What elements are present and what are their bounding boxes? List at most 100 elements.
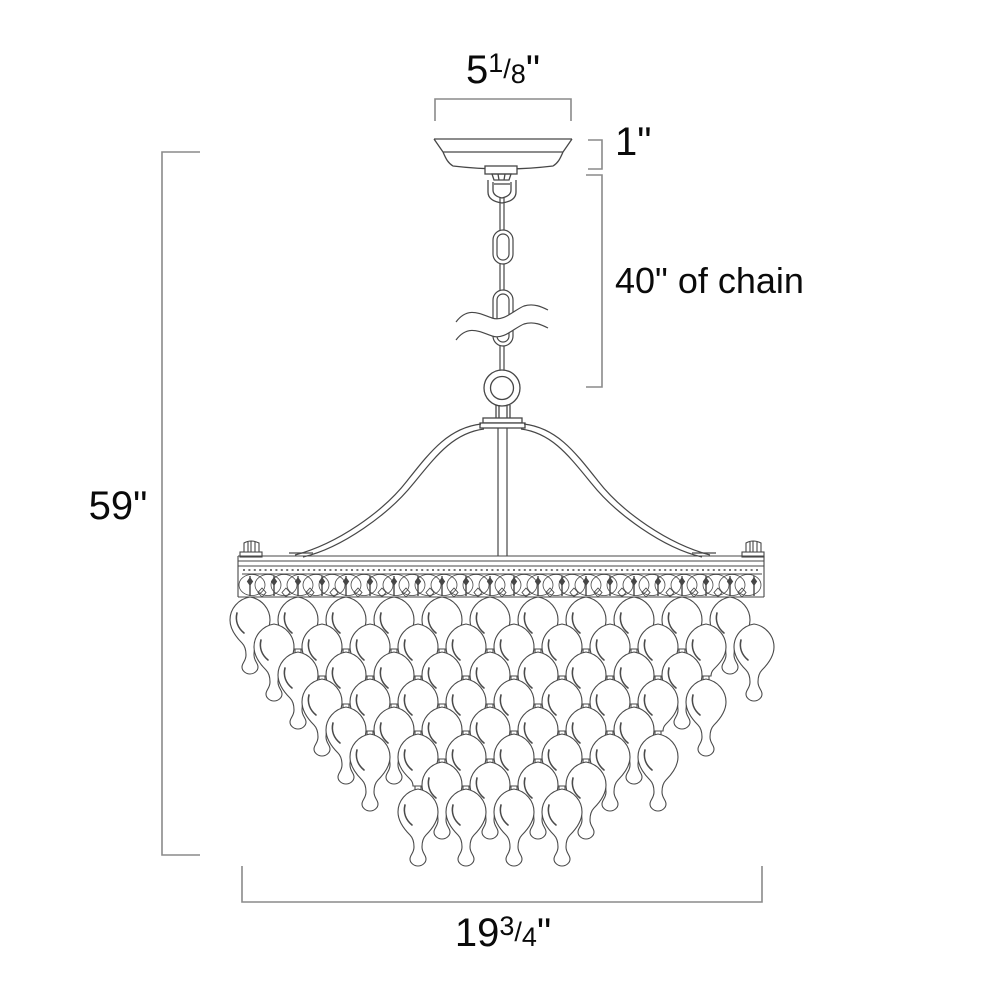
drop-highlight (355, 694, 365, 716)
band-pin-head (414, 577, 422, 586)
drop-highlight (619, 612, 629, 634)
band-pin-head (534, 577, 542, 586)
drop-highlight (499, 749, 509, 771)
band-ellipse (542, 574, 570, 596)
band-ellipse (686, 574, 714, 596)
drop-highlight (547, 749, 557, 771)
crystal-drop (541, 788, 583, 867)
drop-highlight (499, 694, 509, 716)
hanging-loop (487, 180, 517, 204)
band-ellipse (590, 574, 618, 596)
band-pin-head (558, 577, 566, 586)
fixture-width-unit: " (536, 911, 552, 955)
drop-highlight (667, 612, 677, 634)
band-ellipse (574, 574, 602, 596)
center-stem (497, 428, 508, 556)
band-diamond (401, 587, 411, 598)
fixture-width-denominator: 4 (521, 922, 537, 952)
band-ellipse (286, 574, 314, 596)
band-ellipse (446, 574, 474, 596)
crystal-drop (349, 733, 391, 812)
bell-arm-right-inner (520, 428, 703, 558)
band-ellipse (718, 574, 746, 596)
band-diamond (257, 587, 267, 598)
band-ellipse (510, 574, 538, 596)
drop-highlight (547, 639, 557, 661)
dimension-brackets (161, 98, 763, 903)
bell-arm-right-outer (523, 423, 711, 556)
knob-right (741, 540, 765, 558)
band-ellipse (366, 574, 394, 596)
band-ellipse (670, 574, 698, 596)
band-pin-head (750, 577, 758, 586)
knob-left (239, 540, 263, 558)
band-ellipse (318, 574, 346, 596)
ball-finial (479, 369, 526, 429)
drop-highlight (571, 722, 581, 744)
ball-inner (489, 375, 515, 401)
chain-length-text: 40" of chain (615, 260, 804, 301)
band-diamond (689, 587, 699, 598)
band-ellipse (526, 574, 554, 596)
drop-highlight (283, 612, 293, 634)
drop-highlight (403, 639, 413, 661)
drop-highlight (499, 804, 509, 826)
band-pin-head (462, 577, 470, 586)
band-diamond (329, 587, 339, 598)
dim-bracket-fixture-width (241, 866, 763, 903)
band-diamond (425, 587, 435, 598)
drop-highlight (571, 777, 581, 799)
band-diamond (593, 587, 603, 598)
drop-highlight (403, 804, 413, 826)
ball-outer (483, 369, 521, 407)
bell-arm-left-inner (302, 428, 485, 558)
loop-inner (492, 182, 512, 199)
break-wave-top (455, 304, 549, 323)
drop-highlight (379, 667, 389, 689)
drop-highlight (547, 694, 557, 716)
drop-highlight (355, 639, 365, 661)
drop-highlight (331, 722, 341, 744)
band-pin-head (510, 577, 518, 586)
ball-neck (495, 405, 511, 418)
band-ellipse (414, 574, 442, 596)
canopy-width-unit: " (525, 48, 541, 92)
chain-link (492, 229, 514, 265)
band-diamond (473, 587, 483, 598)
crystal-drop-cascade (229, 596, 775, 867)
drop-highlight (595, 639, 605, 661)
drop-highlight (523, 777, 533, 799)
band-pin-head (438, 577, 446, 586)
dim-bracket-canopy-height (588, 139, 603, 170)
band-frame (237, 555, 765, 598)
band-pin-head (630, 577, 638, 586)
crystal-drop (445, 788, 487, 867)
crystal-drop (493, 788, 535, 867)
band-diamond (713, 587, 723, 598)
fixture-width-separator: / (514, 917, 522, 947)
band-ellipse (702, 574, 730, 596)
flange-lower (479, 422, 526, 429)
canopy-width-numerator: 1 (488, 48, 504, 78)
drop-highlight (307, 639, 317, 661)
drop-highlight (355, 749, 365, 771)
band-ellipse (254, 574, 282, 596)
band-pin-head (366, 577, 374, 586)
crystal-drop (397, 788, 439, 867)
band-ellipse (606, 574, 634, 596)
drop-highlight (283, 667, 293, 689)
overall-height-text: 59" (88, 484, 148, 528)
band-ellipse (494, 574, 522, 596)
drop-highlight (475, 777, 485, 799)
drop-highlight (451, 749, 461, 771)
drop-highlight (643, 639, 653, 661)
dim-label-canopy-height: 1" (615, 122, 651, 162)
chain-link-inner (496, 233, 510, 261)
drop-highlight (643, 749, 653, 771)
band-end-knobs (239, 540, 765, 558)
decorative-band (237, 555, 765, 598)
drop-highlight (475, 667, 485, 689)
loop-outer (487, 180, 517, 204)
band-ellipse (398, 574, 426, 596)
